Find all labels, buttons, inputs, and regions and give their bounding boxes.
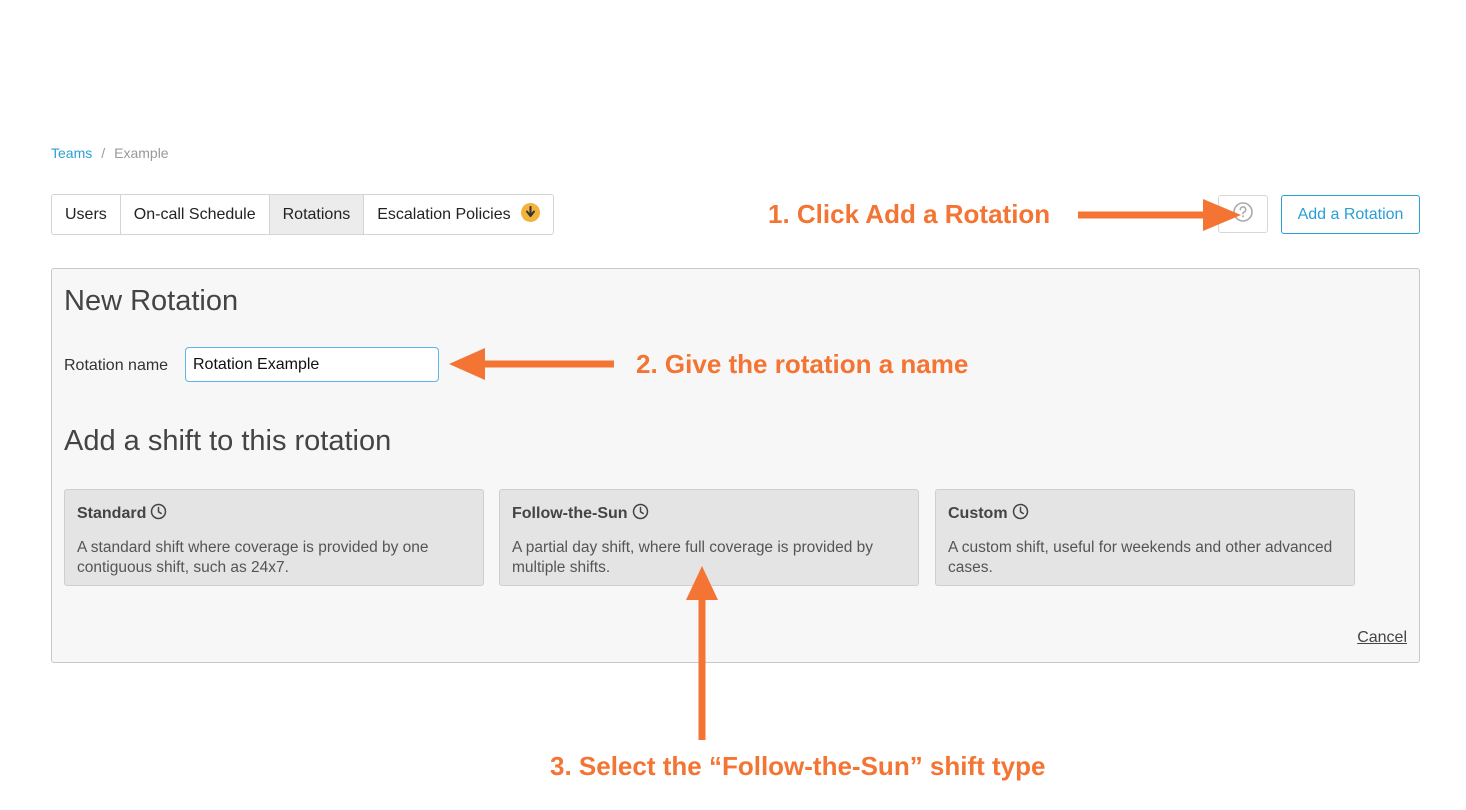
rotation-name-input[interactable] [185, 347, 439, 382]
tab-label: Users [65, 205, 107, 223]
help-icon [1232, 201, 1254, 228]
shift-description: A custom shift, useful for weekends and … [948, 539, 1333, 576]
cancel-link[interactable]: Cancel [1357, 629, 1407, 646]
shift-option-custom[interactable]: Custom A custom shift, useful for weeken… [935, 489, 1355, 586]
breadcrumb-current: Example [114, 145, 169, 161]
tab-label: Rotations [282, 205, 351, 223]
rotation-name-label: Rotation name [64, 357, 169, 374]
shift-section-title: Add a shift to this rotation [64, 425, 392, 457]
shift-title: Standard [77, 503, 471, 525]
panel-title: New Rotation [64, 285, 239, 317]
tab-users[interactable]: Users [52, 195, 121, 234]
add-rotation-button[interactable]: Add a Rotation [1281, 195, 1420, 234]
team-tabs: Users On-call Schedule Rotations Escalat… [51, 194, 554, 235]
breadcrumb-teams-link[interactable]: Teams [51, 145, 93, 161]
breadcrumb: Teams / Example [51, 145, 169, 161]
annotation-step-2: 2. Give the rotation a name [636, 349, 969, 379]
tab-label: Escalation Policies [377, 205, 511, 223]
warning-badge-icon [520, 203, 540, 222]
breadcrumb-separator: / [101, 145, 106, 161]
tab-rotations[interactable]: Rotations [269, 195, 365, 234]
tab-on-call-schedule[interactable]: On-call Schedule [121, 195, 270, 234]
shift-title-text: Follow-the-Sun [512, 505, 628, 522]
annotation-step-3: 3. Select the “Follow-the-Sun” shift typ… [550, 751, 1046, 781]
shift-description: A partial day shift, where full coverage… [512, 539, 873, 576]
clock-icon [1008, 503, 1029, 525]
shift-description: A standard shift where coverage is provi… [77, 539, 429, 576]
annotation-step-1: 1. Click Add a Rotation [768, 199, 1051, 229]
shift-title: Custom [948, 503, 1342, 525]
tab-label: On-call Schedule [133, 205, 256, 223]
new-rotation-panel: New Rotation Rotation name Add a shift t… [51, 268, 1420, 663]
tab-escalation-policies[interactable]: Escalation Policies [364, 195, 552, 234]
shift-title-text: Standard [77, 505, 147, 522]
shift-title: Follow-the-Sun [512, 503, 906, 525]
clock-icon [628, 503, 649, 525]
annotation-arrow-left [449, 348, 614, 380]
clock-icon [146, 503, 167, 525]
annotation-arrow-up [686, 566, 718, 740]
shift-title-text: Custom [948, 505, 1008, 522]
annotation-arrow-right [1078, 199, 1241, 231]
shift-option-standard[interactable]: Standard A standard shift where coverage… [64, 489, 484, 586]
